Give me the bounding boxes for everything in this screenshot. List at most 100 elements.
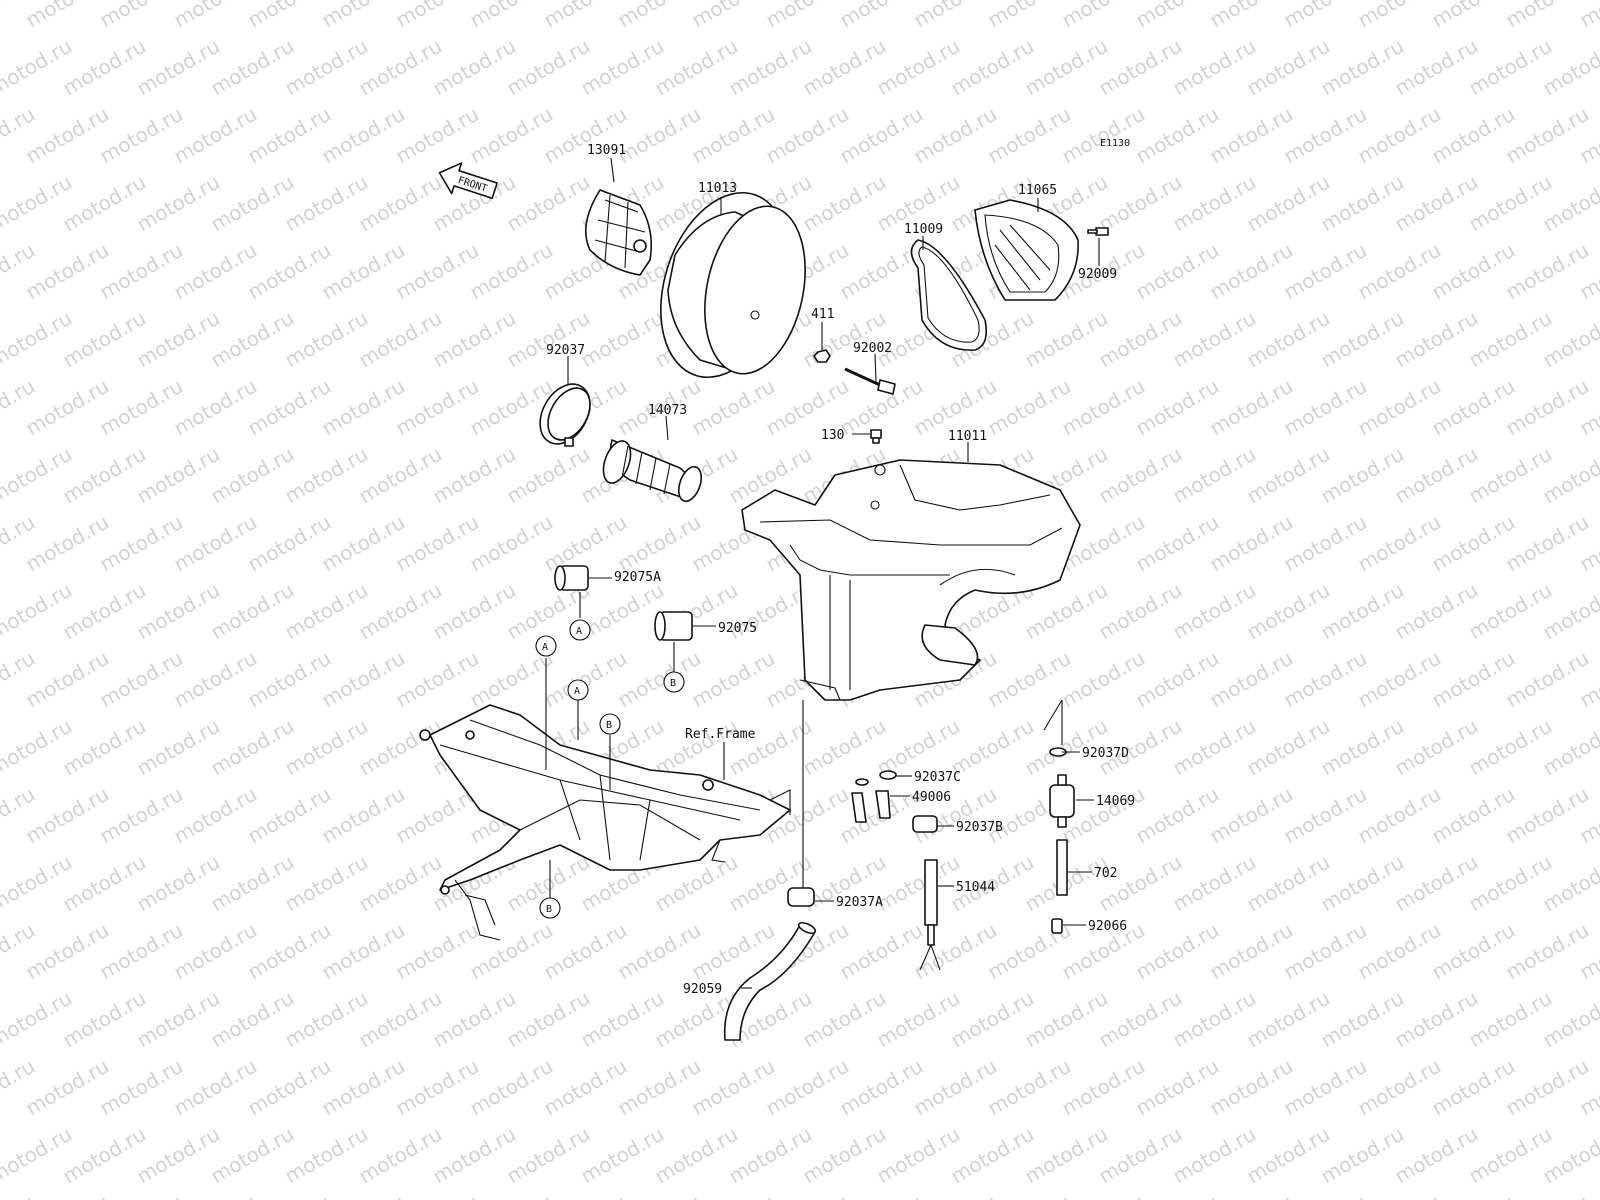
watermark-text: motod.ru — [1169, 306, 1260, 373]
watermark-text: motod.ru — [762, 102, 853, 169]
watermark-text: motod.ru — [466, 1190, 557, 1200]
label-92075[interactable]: 92075 — [718, 621, 757, 636]
watermark-text: motod.ru — [947, 34, 1038, 101]
watermark-text: motod.ru — [355, 578, 446, 645]
label-92037A[interactable]: 92037A — [836, 895, 883, 910]
label-130[interactable]: 130 — [821, 428, 844, 443]
label-14073[interactable]: 14073 — [648, 403, 687, 418]
watermark-text: motod.ru — [133, 170, 224, 237]
label-11013[interactable]: 11013 — [698, 181, 737, 196]
watermark-text: motod.ru — [207, 170, 298, 237]
watermark-text: motod.ru — [466, 102, 557, 169]
watermark-text: motod.ru — [688, 1190, 779, 1200]
label-92066[interactable]: 92066 — [1088, 919, 1127, 934]
label-92037D[interactable]: 92037D — [1082, 746, 1129, 761]
ref-label-b-2: B — [606, 720, 612, 731]
watermark-text: motod.ru — [355, 850, 446, 917]
watermark-text: motod.ru — [1132, 102, 1223, 169]
watermark-text: motod.ru — [1095, 442, 1186, 509]
watermark-text: motod.ru — [281, 986, 372, 1053]
watermark-text: motod.ru — [96, 1054, 187, 1121]
watermark-text: motod.ru — [170, 646, 261, 713]
part-411-drawing — [813, 349, 831, 363]
watermark-text: motod.ru — [1243, 578, 1334, 645]
watermark-text: motod.ru — [1021, 306, 1112, 373]
label-92002[interactable]: 92002 — [853, 341, 892, 356]
watermark-text: motod.ru — [577, 986, 668, 1053]
watermark-text: motod.ru — [1465, 306, 1556, 373]
watermark-text: motod.ru — [59, 306, 150, 373]
label-702[interactable]: 702 — [1094, 866, 1117, 881]
watermark-text: motod.ru — [1465, 850, 1556, 917]
label-51044[interactable]: 51044 — [956, 880, 995, 895]
watermark-text: motod.ru — [429, 578, 520, 645]
watermark-text: motod.ru — [207, 578, 298, 645]
watermark-text: motod.ru — [1354, 374, 1445, 441]
label-11011[interactable]: 11011 — [948, 429, 987, 444]
watermark-text: motod.ru — [836, 1054, 927, 1121]
part-49006-drawing — [851, 790, 891, 823]
watermark-text: motod.ru — [540, 918, 631, 985]
watermark-text: motod.ru — [1354, 1190, 1445, 1200]
watermark-text: motod.ru — [429, 442, 520, 509]
watermark-text: motod.ru — [392, 1190, 483, 1200]
watermark-text: motod.ru — [133, 34, 224, 101]
watermark-text: motod.ru — [96, 1190, 187, 1200]
watermark-text: motod.ru — [577, 306, 668, 373]
label-11065[interactable]: 11065 — [1018, 183, 1057, 198]
part-51044-drawing — [924, 859, 938, 946]
watermark-text: motod.ru — [1280, 646, 1371, 713]
watermark-text: motod.ru — [1502, 1190, 1593, 1200]
watermark-text: motod.ru — [207, 850, 298, 917]
watermark-text: motod.ru — [540, 646, 631, 713]
watermark-text: motod.ru — [170, 102, 261, 169]
watermark-text: motod.ru — [1132, 238, 1223, 305]
watermark-text: motod.ru — [281, 1122, 372, 1189]
part-92066-drawing — [1051, 918, 1063, 934]
watermark-text: motod.ru — [170, 510, 261, 577]
label-92059[interactable]: 92059 — [683, 982, 722, 997]
label-49006[interactable]: 49006 — [912, 790, 951, 805]
label-411[interactable]: 411 — [811, 307, 834, 322]
watermark-text: motod.ru — [22, 510, 113, 577]
watermark-text: motod.ru — [392, 374, 483, 441]
watermark-text: motod.ru — [355, 34, 446, 101]
watermark-text: motod.ru — [1058, 1190, 1149, 1200]
label-92075A[interactable]: 92075A — [614, 570, 661, 585]
watermark-text: motod.ru — [1243, 34, 1334, 101]
label-92009[interactable]: 92009 — [1078, 267, 1117, 282]
watermark-text: motod.ru — [799, 34, 890, 101]
watermark-text: motod.ru — [1354, 102, 1445, 169]
watermark-text: motod.ru — [688, 646, 779, 713]
watermark-text: motod.ru — [1243, 714, 1334, 781]
watermark-text: motod.ru — [466, 510, 557, 577]
part-92009-drawing — [1087, 227, 1109, 236]
watermark-text: motod.ru — [799, 1122, 890, 1189]
label-92037C[interactable]: 92037C — [914, 770, 961, 785]
part-11011-drawing — [741, 459, 1081, 701]
label-13091[interactable]: 13091 — [587, 143, 626, 158]
watermark-text: motod.ru — [0, 1190, 39, 1200]
watermark-text: motod.ru — [947, 986, 1038, 1053]
watermark-text: motod.ru — [1428, 510, 1519, 577]
diagram-code: E1130 — [1100, 138, 1130, 149]
ref-frame-label[interactable]: Ref.Frame — [685, 727, 756, 742]
watermark-text: motod.ru — [355, 442, 446, 509]
label-92037[interactable]: 92037 — [546, 343, 585, 358]
watermark-text: motod.ru — [318, 510, 409, 577]
part-92059-drawing — [723, 921, 817, 1041]
label-11009[interactable]: 11009 — [904, 222, 943, 237]
watermark-text: motod.ru — [614, 1054, 705, 1121]
watermark-text: motod.ru — [244, 646, 335, 713]
watermark-text: motod.ru — [762, 1190, 853, 1200]
watermark-text: motod.ru — [1280, 1190, 1371, 1200]
watermark-text: motod.ru — [614, 1190, 705, 1200]
label-92037B[interactable]: 92037B — [956, 820, 1003, 835]
watermark-text: motod.ru — [96, 238, 187, 305]
watermark-text: motod.ru — [22, 102, 113, 169]
watermark-text: motod.ru — [1206, 646, 1297, 713]
watermark-text: motod.ru — [799, 986, 890, 1053]
watermark-text: motod.ru — [1169, 578, 1260, 645]
label-14069[interactable]: 14069 — [1096, 794, 1135, 809]
